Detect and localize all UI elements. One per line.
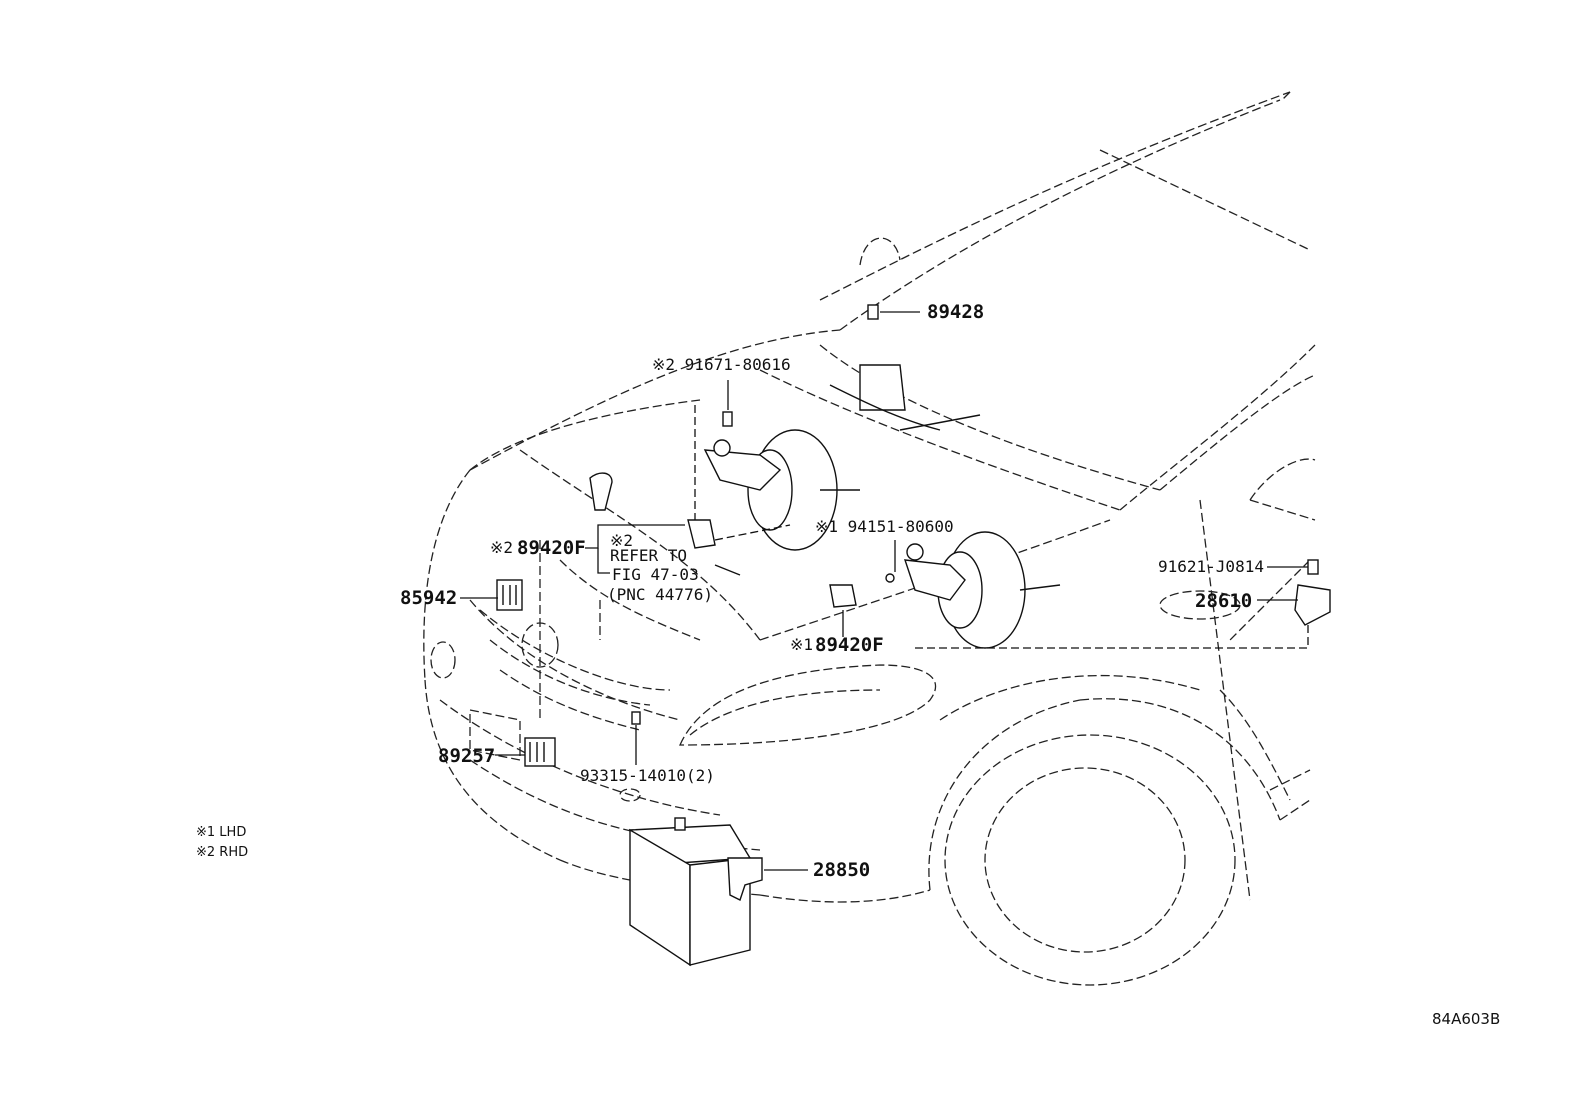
figure-code: 84A603B [1432, 1010, 1500, 1028]
legend: ※1 LHD ※2 RHD [196, 825, 248, 860]
label-91671-80616[interactable]: ※2 91671-80616 [652, 355, 791, 374]
parts [496, 304, 1331, 967]
vehicle-outline [423, 91, 1316, 986]
refer-line-3[interactable]: (PNC 44776) [607, 585, 713, 604]
label-28610[interactable]: 28610 [1195, 590, 1252, 612]
label-89420f-lhd[interactable]: 89420F [815, 634, 884, 656]
label-89257[interactable]: 89257 [438, 745, 495, 767]
label-89420f-rhd-mark: ※2 [490, 538, 513, 557]
part-labels: 89428 ※2 91671-80616 ※1 94151-80600 ※2 8… [400, 301, 1264, 881]
label-28850[interactable]: 28850 [813, 859, 870, 881]
label-93315-14010[interactable]: 93315-14010(2) [580, 766, 715, 785]
refer-mark: ※2 [610, 531, 633, 550]
legend-rhd: ※2 RHD [196, 845, 248, 860]
label-91621-j0814[interactable]: 91621-J0814 [1158, 557, 1264, 576]
label-85942[interactable]: 85942 [400, 587, 457, 609]
label-89420f-lhd-mark: ※1 [790, 635, 813, 654]
label-89428[interactable]: 89428 [927, 301, 984, 323]
legend-lhd: ※1 LHD [196, 825, 246, 840]
refer-line-1[interactable]: REFER TO [610, 546, 687, 565]
label-94151-80600[interactable]: ※1 94151-80600 [815, 517, 954, 536]
leader-lines [460, 311, 1309, 871]
refer-line-2[interactable]: FIG 47-03 [612, 565, 699, 584]
label-89420f-rhd[interactable]: 89420F [517, 537, 586, 559]
